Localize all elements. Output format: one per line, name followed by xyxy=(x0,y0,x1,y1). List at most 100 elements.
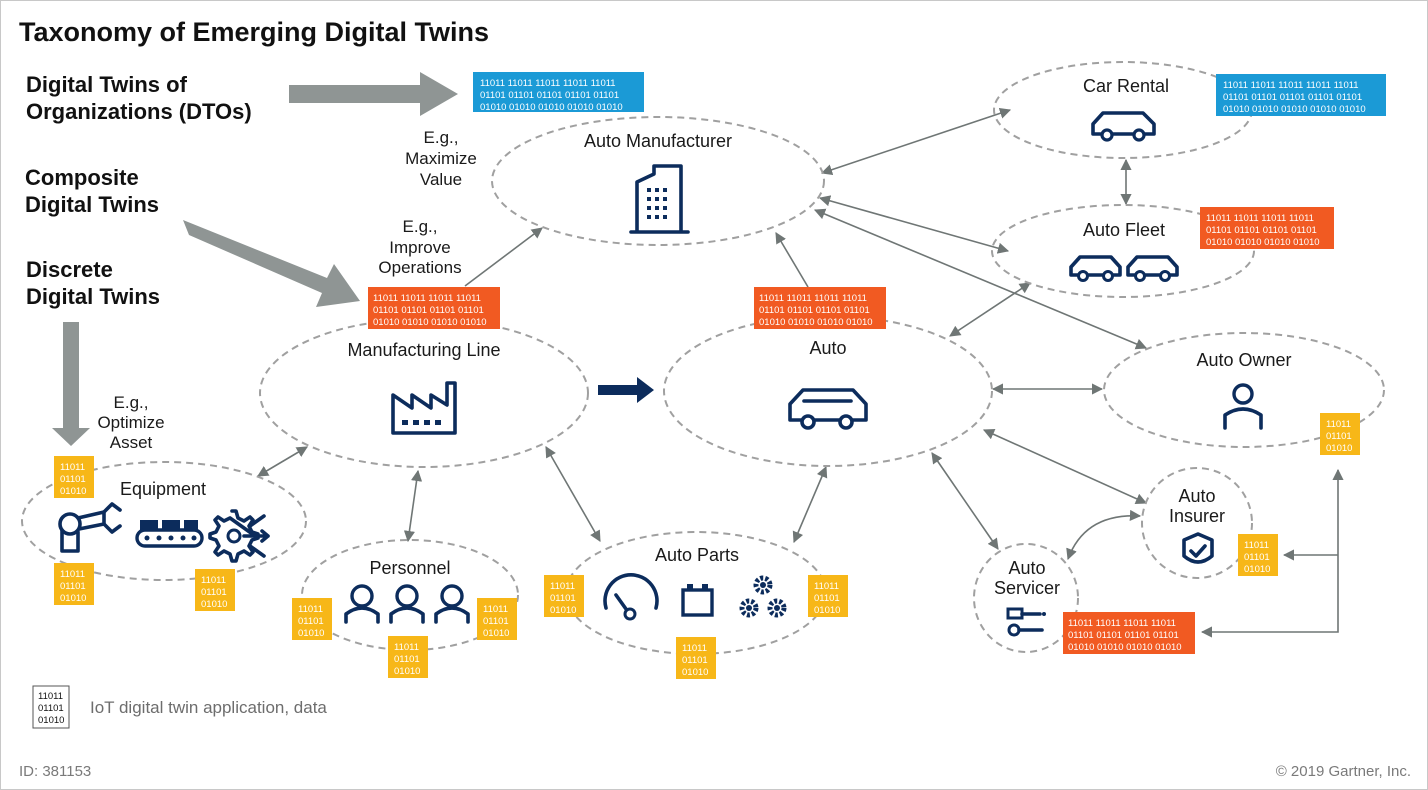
auto-fleet-data-block: 11011 11011 11011 11011 01101 01101 0110… xyxy=(1200,207,1334,249)
auto-data-block: 11011 11011 11011 11011 01101 01101 0110… xyxy=(754,287,886,329)
auto-label: Auto xyxy=(809,338,846,358)
svg-text:01010: 01010 xyxy=(1326,443,1352,454)
gears-icon xyxy=(739,575,787,618)
svg-text:11011: 11011 xyxy=(298,604,323,615)
svg-text:11011 11011 11011 11011: 11011 11011 11011 11011 xyxy=(759,293,867,304)
svg-text:Operations: Operations xyxy=(378,258,461,277)
manufacturing-line-label: Manufacturing Line xyxy=(347,340,500,360)
dto-arrow xyxy=(289,72,458,116)
dto-label-line2: Organizations (DTOs) xyxy=(26,99,252,124)
dto-label-line1: Digital Twins of xyxy=(26,72,188,97)
svg-text:01101: 01101 xyxy=(38,703,64,714)
building-icon xyxy=(629,164,690,234)
svg-text:01101 01101 01101 01101: 01101 01101 01101 01101 xyxy=(759,305,870,316)
dto-data-block: 11011 11011 11011 11011 11011 01101 0110… xyxy=(473,72,644,113)
legend-data-swatch xyxy=(32,685,70,729)
maximize-example: E.g., Maximize Value xyxy=(405,128,477,189)
svg-text:01101 01101 01101 01101: 01101 01101 01101 01101 xyxy=(373,305,484,316)
svg-text:01101: 01101 xyxy=(298,616,324,627)
car-rental-data-block: 11011 11011 11011 11011 11011 01101 0110… xyxy=(1216,74,1386,116)
equipment-ellipse xyxy=(21,461,307,581)
svg-text:Value: Value xyxy=(420,170,462,189)
svg-text:01101: 01101 xyxy=(60,474,86,485)
auto-owner-label: Auto Owner xyxy=(1196,350,1291,370)
svg-text:01010: 01010 xyxy=(814,605,840,616)
rental-car-icon xyxy=(1091,111,1156,142)
svg-text:01010: 01010 xyxy=(550,605,576,616)
figure-id: ID: 381153 xyxy=(19,763,91,780)
svg-text:11011: 11011 xyxy=(201,575,226,586)
svg-text:01010 01010 01010 01010: 01010 01010 01010 01010 xyxy=(759,317,873,328)
category-arrows xyxy=(52,72,458,446)
auto-servicer-data-block: 11011 11011 11011 11011 01101 01101 0110… xyxy=(1063,612,1195,654)
improve-example: E.g., Improve Operations xyxy=(378,217,461,277)
factory-icon xyxy=(391,381,457,435)
svg-text:01010: 01010 xyxy=(60,593,86,604)
connector-links xyxy=(257,107,1344,638)
auto-manufacturer-label: Auto Manufacturer xyxy=(584,131,732,151)
people-icon xyxy=(344,584,470,624)
svg-text:01010: 01010 xyxy=(394,666,420,677)
composite-arrow xyxy=(183,220,360,307)
svg-text:01010 01010 01010 01010: 01010 01010 01010 01010 xyxy=(373,317,487,328)
manufacturing-line-data-block: 11011 11011 11011 11011 01101 01101 0110… xyxy=(368,287,500,329)
svg-text:11011 11011 11011 11011: 11011 11011 11011 11011 xyxy=(1206,213,1314,224)
svg-text:01101: 01101 xyxy=(814,593,840,604)
composite-label-line2: Digital Twins xyxy=(25,192,159,217)
svg-text:01010: 01010 xyxy=(38,715,64,726)
svg-text:11011: 11011 xyxy=(1244,540,1269,551)
svg-text:E.g.,: E.g., xyxy=(424,128,459,147)
svg-text:11011 11011 11011 11011 11011: 11011 11011 11011 11011 11011 xyxy=(480,78,616,89)
legend: 11011 01101 01010 IoT digital twin appli… xyxy=(32,685,327,729)
battery-icon xyxy=(681,584,714,617)
personnel-ellipse xyxy=(301,539,519,651)
svg-text:01010: 01010 xyxy=(60,486,86,497)
svg-text:01010 01010 01010 01010: 01010 01010 01010 01010 xyxy=(1206,237,1320,248)
svg-text:01101: 01101 xyxy=(1244,552,1270,563)
svg-text:01101: 01101 xyxy=(1326,431,1352,442)
robot-arm-icon xyxy=(58,502,122,553)
discrete-category-label: Discrete Digital Twins xyxy=(26,257,160,309)
svg-text:01101: 01101 xyxy=(483,616,509,627)
auto-insurer-label-line1: Auto xyxy=(1178,486,1215,506)
dto-category-label: Digital Twins of Organizations (DTOs) xyxy=(26,72,252,124)
auto-servicer-label-line2: Servicer xyxy=(994,578,1060,598)
svg-text:01010: 01010 xyxy=(682,667,708,678)
svg-text:E.g.,: E.g., xyxy=(403,217,438,236)
svg-text:11011: 11011 xyxy=(60,462,85,473)
auto-owner-ellipse xyxy=(1103,332,1385,448)
personnel-label: Personnel xyxy=(369,558,450,578)
svg-text:01010 01010 01010 01010 01010: 01010 01010 01010 01010 01010 xyxy=(1223,104,1366,115)
svg-text:Improve: Improve xyxy=(389,238,450,257)
shield-icon xyxy=(1182,532,1214,564)
auto-fleet-label: Auto Fleet xyxy=(1083,220,1165,240)
auto-parts-label: Auto Parts xyxy=(655,545,739,565)
svg-text:01010: 01010 xyxy=(483,628,509,639)
copyright-notice: © 2019 Gartner, Inc. xyxy=(1276,763,1411,780)
svg-text:11011: 11011 xyxy=(38,691,63,702)
auto-servicer-ellipse xyxy=(973,543,1079,653)
svg-text:11011 11011 11011 11011 11011: 11011 11011 11011 11011 11011 xyxy=(1223,80,1359,91)
car-icon xyxy=(788,388,868,430)
composite-label-line1: Composite xyxy=(25,165,139,190)
svg-text:01101: 01101 xyxy=(201,587,227,598)
equipment-label: Equipment xyxy=(120,479,206,499)
svg-text:01101 01101 01101 01101 01101: 01101 01101 01101 01101 01101 xyxy=(480,90,619,101)
svg-text:01101: 01101 xyxy=(60,581,86,592)
svg-text:01101: 01101 xyxy=(550,593,576,604)
auto-insurer-ellipse xyxy=(1141,467,1253,579)
svg-text:11011 11011 11011 11011: 11011 11011 11011 11011 xyxy=(1068,618,1176,629)
gear-arrows-icon xyxy=(208,509,270,563)
conveyor-icon xyxy=(135,520,204,548)
service-tool-icon xyxy=(1006,607,1046,637)
svg-text:11011: 11011 xyxy=(1326,419,1351,430)
